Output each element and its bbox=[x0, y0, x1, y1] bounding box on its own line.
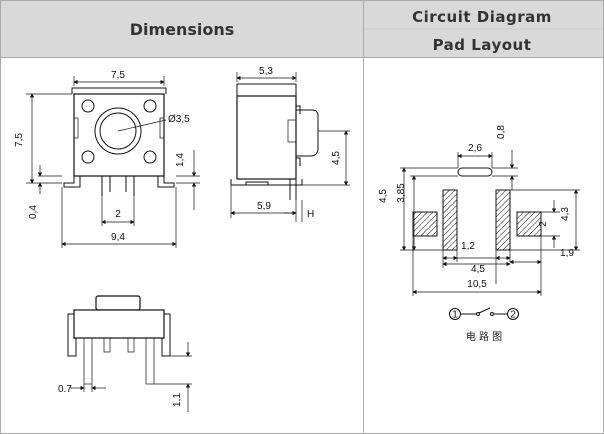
pad-10-5-label: 10,5 bbox=[467, 279, 487, 290]
button-diameter-label: Ø3,5 bbox=[168, 114, 190, 125]
circuit-diagram bbox=[449, 307, 519, 320]
bottom-view bbox=[67, 295, 192, 412]
pad-4-5-vertical-label: 4,5 bbox=[378, 189, 389, 203]
circuit-node-1: 1 bbox=[452, 310, 458, 321]
pad-4-5-label: 4,5 bbox=[471, 264, 485, 275]
pad-4-3-label: 4,3 bbox=[560, 207, 571, 221]
overall-width-label: 9,4 bbox=[111, 232, 125, 243]
front-height-label: 7,5 bbox=[14, 133, 25, 147]
front-view bbox=[26, 76, 200, 248]
pad-0-8-label: 0,8 bbox=[496, 125, 507, 139]
leg-thickness-label: 0,4 bbox=[28, 205, 39, 219]
bottom-pin-length-label: 1,1 bbox=[172, 393, 183, 407]
side-top-label: 5,3 bbox=[259, 66, 273, 77]
circuit-diagram-header: Circuit Diagram bbox=[412, 8, 552, 26]
bottom-pin-width-label: 0.7 bbox=[58, 384, 72, 395]
pad-2-label: 2 bbox=[538, 221, 549, 227]
pad-2-6-label: 2,6 bbox=[468, 143, 482, 154]
front-width-label: 7,5 bbox=[111, 70, 125, 81]
circuit-node-2: 2 bbox=[510, 310, 516, 321]
side-height-label: 4,5 bbox=[331, 151, 342, 165]
pad-layout bbox=[400, 150, 580, 296]
pin-height-label: 1,4 bbox=[175, 153, 186, 167]
side-view bbox=[230, 72, 350, 222]
side-h-label: H bbox=[307, 209, 314, 220]
pad-3-85-label: 3,85 bbox=[396, 183, 407, 203]
circuit-caption: 电 路 图 bbox=[466, 330, 502, 343]
pad-layout-header: Pad Layout bbox=[433, 36, 532, 54]
pin-gap-label: 2 bbox=[115, 209, 121, 220]
pad-1-9-label: 1,9 bbox=[560, 248, 574, 259]
dimensions-header: Dimensions bbox=[130, 20, 235, 39]
pad-1-2-label: 1,2 bbox=[461, 241, 475, 252]
side-bottom-label: 5,9 bbox=[257, 201, 271, 212]
